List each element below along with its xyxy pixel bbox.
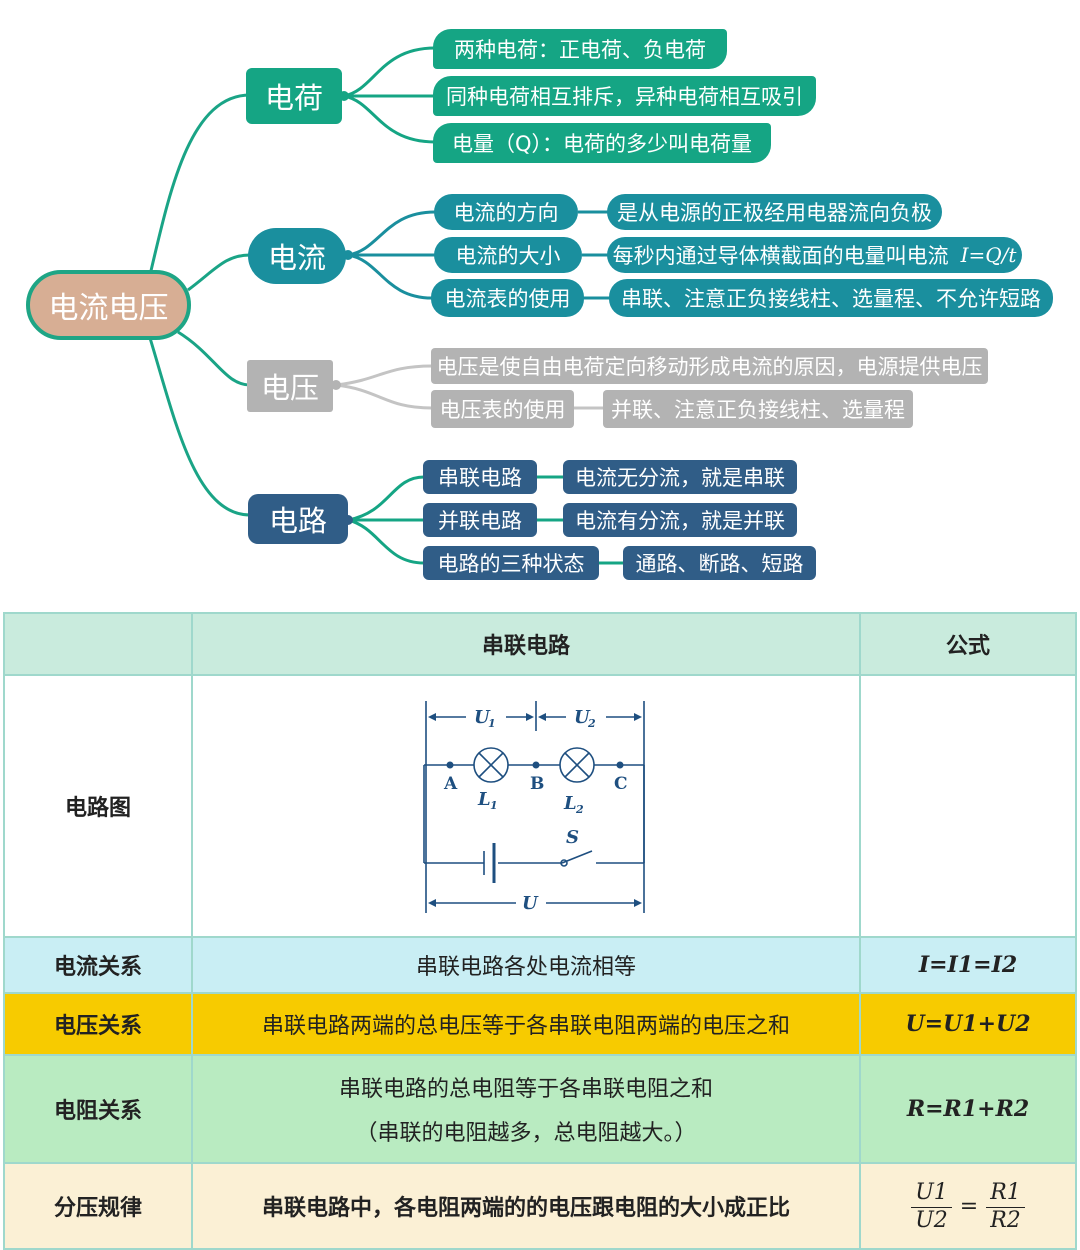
circuit-diagram-cell: U 1 U 2 L 1 L 2 S U A B C <box>191 674 861 938</box>
row-label-current: 电流关系 <box>3 936 193 994</box>
circuit-item-3-detail[interactable]: 通路、断路、短路 <box>623 546 816 580</box>
voltage-item-1[interactable]: 电压是使自由电荷定向移动形成电流的原因，电源提供电压 <box>431 348 988 384</box>
voltage-item-2[interactable]: 电压表的使用 <box>431 390 574 428</box>
table-row: 电压关系 串联电路两端的总电压等于各串联电阻两端的电压之和 U=U1+U2 <box>3 992 1077 1056</box>
table-row: 电路图 <box>3 674 1077 938</box>
content-resistance: 串联电路的总电阻等于各串联电阻之和 （串联的电阻越多，总电阻越大。） <box>191 1054 861 1164</box>
label-u: U <box>522 893 539 914</box>
formula-diagram <box>859 674 1077 938</box>
current-item-2[interactable]: 电流的大小 <box>434 237 582 273</box>
formula-resistance: R=R1+R2 <box>859 1054 1077 1164</box>
series-circuit-table: 串联电路 公式 电路图 <box>3 612 1077 1250</box>
header-formula: 公式 <box>859 612 1077 676</box>
circuit-item-2[interactable]: 并联电路 <box>423 503 537 537</box>
circuit-diagram: U 1 U 2 L 1 L 2 S U A B C <box>423 701 645 914</box>
connector-root-charge <box>148 93 251 276</box>
label-a: A <box>443 774 458 794</box>
current-item-3[interactable]: 电流表的使用 <box>431 279 584 317</box>
row-label-voltage-division: 分压规律 <box>3 1162 193 1250</box>
circuit-item-1-detail[interactable]: 电流无分流，就是串联 <box>563 460 797 494</box>
connector-charge-3 <box>343 94 436 144</box>
connector-current-1 <box>347 210 436 257</box>
row-label-voltage: 电压关系 <box>3 992 193 1056</box>
table-row: 电流关系 串联电路各处电流相等 I=I1=I2 <box>3 936 1077 994</box>
voltage-item-2-detail[interactable]: 并联、注意正负接线柱、选量程 <box>603 390 913 428</box>
label-l2: L <box>563 793 577 814</box>
label-b: B <box>530 774 544 794</box>
content-resistance-line1: 串联电路的总电阻等于各串联电阻之和 <box>338 1077 713 1102</box>
header-blank <box>3 612 193 676</box>
label-l2-sub: 2 <box>575 803 584 816</box>
current-item-1[interactable]: 电流的方向 <box>434 194 578 230</box>
current-item-2-detail[interactable]: 每秒内通过导体横截面的电量叫电流 I=Q/t <box>607 237 1022 273</box>
connector-circuit-1 <box>347 475 425 522</box>
mind-map: 电流电压 电荷 两种电荷：正电荷、负电荷 同种电荷相互排斥，异种电荷相互吸引 电… <box>0 0 1080 600</box>
circuit-item-2-detail[interactable]: 电流有分流，就是并联 <box>563 503 797 537</box>
label-c: C <box>614 774 628 794</box>
connector-root-voltage <box>177 330 251 387</box>
connector-voltage-2 <box>335 383 433 410</box>
charge-item-3[interactable]: 电量（Q）：电荷的多少叫电荷量 <box>433 123 771 163</box>
label-u1-sub: 1 <box>488 717 496 730</box>
branch-charge[interactable]: 电荷 <box>246 68 342 124</box>
label-u2: U <box>574 707 591 728</box>
header-series: 串联电路 <box>191 612 861 676</box>
connector-circuit-3 <box>347 518 425 565</box>
charge-item-1[interactable]: 两种电荷：正电荷、负电荷 <box>433 29 727 69</box>
current-item-1-detail[interactable]: 是从电源的正极经用电器流向负极 <box>607 194 942 230</box>
charge-item-2[interactable]: 同种电荷相互排斥，异种电荷相互吸引 <box>433 76 816 116</box>
content-current: 串联电路各处电流相等 <box>191 936 861 994</box>
formula-current: I=I1=I2 <box>859 936 1077 994</box>
label-s: S <box>566 827 579 848</box>
label-u1: U <box>474 707 491 728</box>
fraction-equals: = <box>959 1193 979 1219</box>
current-formula: I=Q/t <box>960 243 1017 267</box>
connector-current-3 <box>347 253 433 300</box>
label-l1: L <box>477 789 491 810</box>
label-l1-sub: 1 <box>490 799 498 812</box>
connector-root-current <box>187 253 251 292</box>
table-row: 电阻关系 串联电路的总电阻等于各串联电阻之和 （串联的电阻越多，总电阻越大。） … <box>3 1054 1077 1164</box>
content-resistance-line2: （串联的电阻越多，总电阻越大。） <box>355 1121 697 1146</box>
row-label-diagram: 电路图 <box>3 674 193 938</box>
mind-map-connectors <box>148 46 624 565</box>
connector-root-circuit <box>148 337 251 517</box>
current-item-2-detail-text: 每秒内通过导体横截面的电量叫电流 <box>612 244 949 268</box>
circuit-item-1[interactable]: 串联电路 <box>423 460 537 494</box>
connector-charge-1 <box>343 46 436 98</box>
branch-circuit[interactable]: 电路 <box>248 494 348 544</box>
connector-voltage-1 <box>335 364 433 387</box>
content-voltage: 串联电路两端的总电压等于各串联电阻两端的电压之和 <box>191 992 861 1056</box>
branch-voltage[interactable]: 电压 <box>247 360 333 412</box>
root-node[interactable]: 电流电压 <box>26 270 191 340</box>
content-voltage-division: 串联电路中，各电阻两端的的电压跟电阻的大小成正比 <box>191 1162 861 1250</box>
current-item-3-detail[interactable]: 串联、注意正负接线柱、选量程、不允许短路 <box>609 279 1053 317</box>
circuit-item-3[interactable]: 电路的三种状态 <box>423 546 599 580</box>
node-dot-voltage <box>331 380 341 390</box>
row-label-resistance: 电阻关系 <box>3 1054 193 1164</box>
formula-voltage: U=U1+U2 <box>859 992 1077 1056</box>
table-header-row: 串联电路 公式 <box>3 612 1077 676</box>
label-u2-sub: 2 <box>587 717 596 730</box>
branch-current[interactable]: 电流 <box>248 228 346 284</box>
